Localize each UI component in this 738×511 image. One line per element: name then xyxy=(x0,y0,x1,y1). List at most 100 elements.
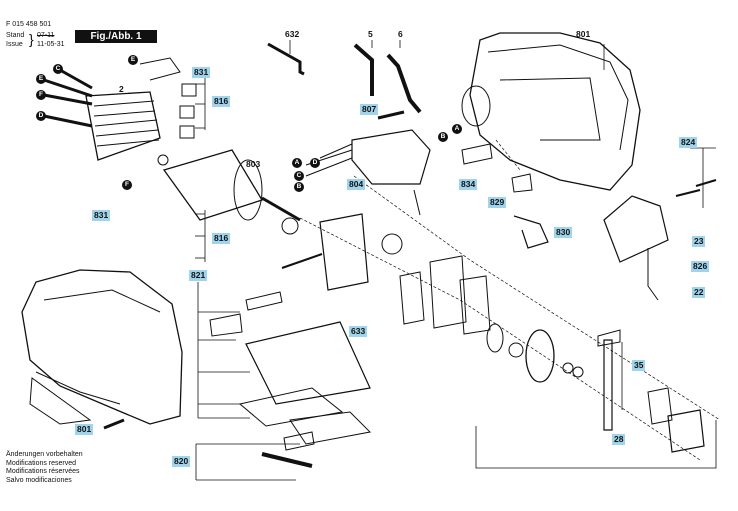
callout-831-top: 831 xyxy=(192,67,211,78)
modification-notes: Änderungen vorbehalten Modifications res… xyxy=(6,451,83,485)
bearing-right xyxy=(281,217,299,235)
note-de: Änderungen vorbehalten xyxy=(6,451,83,458)
lever-b-shape xyxy=(209,313,243,337)
base-plate-shape xyxy=(245,321,371,405)
gear-frame-shape xyxy=(319,213,369,291)
connector-letter: A xyxy=(452,124,462,134)
callout-807: 807 xyxy=(360,104,379,115)
callout-829: 829 xyxy=(488,197,507,208)
figure-label: Fig./Abb. 1 xyxy=(75,30,157,43)
brush-top-2 xyxy=(179,105,195,119)
wire-22-shape xyxy=(647,248,659,301)
terminal-e-shape xyxy=(43,78,93,98)
screw-5-shape xyxy=(353,43,374,96)
callout-816-top: 816 xyxy=(212,96,231,107)
fan-shape xyxy=(233,159,263,221)
guide-shape xyxy=(647,387,673,425)
brush-top-3 xyxy=(179,125,195,139)
callout-834: 834 xyxy=(459,179,478,190)
tool-820-shape xyxy=(261,452,313,468)
plunger-shape xyxy=(603,339,613,431)
plate-a-shape xyxy=(399,271,425,325)
housing-rib-shape xyxy=(499,77,601,141)
note-fr: Modifications réservées xyxy=(6,468,80,475)
connector-letter: F xyxy=(36,90,46,100)
connector-letter: B xyxy=(294,182,304,192)
callout-22: 22 xyxy=(692,287,706,298)
armature-shape xyxy=(162,149,263,221)
stand-value: 07-11 xyxy=(37,32,55,39)
housing-left-shape xyxy=(21,269,183,425)
part-834-shape xyxy=(461,143,493,165)
connector-letter: E xyxy=(36,74,46,84)
label-plate-shape xyxy=(29,377,92,425)
callout-826: 826 xyxy=(691,261,710,272)
connector-letter: C xyxy=(53,64,63,74)
part-829-shape xyxy=(511,173,533,193)
issue-value: 11-05-31 xyxy=(37,41,65,48)
connector-letter: E xyxy=(128,55,138,65)
lever-a-shape xyxy=(245,291,283,311)
callout-820: 820 xyxy=(172,456,191,467)
stator-shape xyxy=(85,91,161,161)
screw-801-shape xyxy=(103,418,125,430)
bearing-left xyxy=(157,154,169,166)
callout-830: 830 xyxy=(554,227,573,238)
housing-boss-shape xyxy=(461,85,491,127)
callout-633: 633 xyxy=(349,326,368,337)
shoe-a-shape xyxy=(238,387,344,427)
shaft-shape xyxy=(261,196,301,222)
callout-801-bot: 801 xyxy=(75,424,94,435)
shoe-b-shape xyxy=(289,411,372,445)
lever-830-shape xyxy=(513,215,549,249)
plate-b-shape xyxy=(429,255,467,329)
brush-top-1 xyxy=(181,83,197,97)
screw-6-shape xyxy=(386,53,422,114)
brush-holder-top xyxy=(139,57,181,81)
guide-block-shape xyxy=(667,409,705,453)
callout-831-bot: 831 xyxy=(92,210,111,221)
terminal-f-shape xyxy=(43,93,93,106)
note-en: Modifications reserved xyxy=(6,459,77,467)
callout-816-bot: 816 xyxy=(212,233,231,244)
allen-key-shape xyxy=(267,42,305,76)
cover-shape xyxy=(603,195,669,263)
callout-824: 824 xyxy=(679,137,698,148)
terminal-d-shape xyxy=(43,114,93,128)
connector-letter: D xyxy=(36,111,46,121)
callout-23: 23 xyxy=(692,236,706,247)
callout-803: 803 xyxy=(246,159,261,169)
terminal-c-shape xyxy=(59,68,93,90)
gear-wheel-shape xyxy=(525,329,555,383)
gear-washer-shape xyxy=(508,342,524,358)
callout-35: 35 xyxy=(632,360,646,371)
brace-icon: } xyxy=(29,31,34,47)
housing-inner-shape xyxy=(487,44,629,151)
callout-28: 28 xyxy=(612,434,626,445)
callout-632: 632 xyxy=(285,29,300,39)
issue-label: Issue xyxy=(6,41,23,48)
stator-windings xyxy=(93,100,160,147)
housing-right-shape xyxy=(469,32,641,191)
pinion-shape xyxy=(486,323,504,353)
callout-6: 6 xyxy=(398,29,403,39)
pin-shape xyxy=(281,253,323,269)
shoe-c-shape xyxy=(283,431,315,451)
note-es: Salvo modificaciones xyxy=(6,476,72,484)
connector-letter: D xyxy=(310,158,320,168)
callout-804: 804 xyxy=(347,179,366,190)
connector-letter: C xyxy=(294,171,304,181)
connector-letter: F xyxy=(122,180,132,190)
plate-c-shape xyxy=(459,275,491,335)
leader-lines xyxy=(195,40,717,481)
connector-letter: B xyxy=(438,132,448,142)
callout-821: 821 xyxy=(189,270,208,281)
switch-lead xyxy=(413,189,421,216)
washer-shape xyxy=(381,233,403,255)
screw-807-shape xyxy=(377,110,405,120)
stand-label: Stand xyxy=(6,32,25,39)
doc-number: F 015 458 501 xyxy=(6,21,52,28)
callout-801-top: 801 xyxy=(576,29,591,39)
